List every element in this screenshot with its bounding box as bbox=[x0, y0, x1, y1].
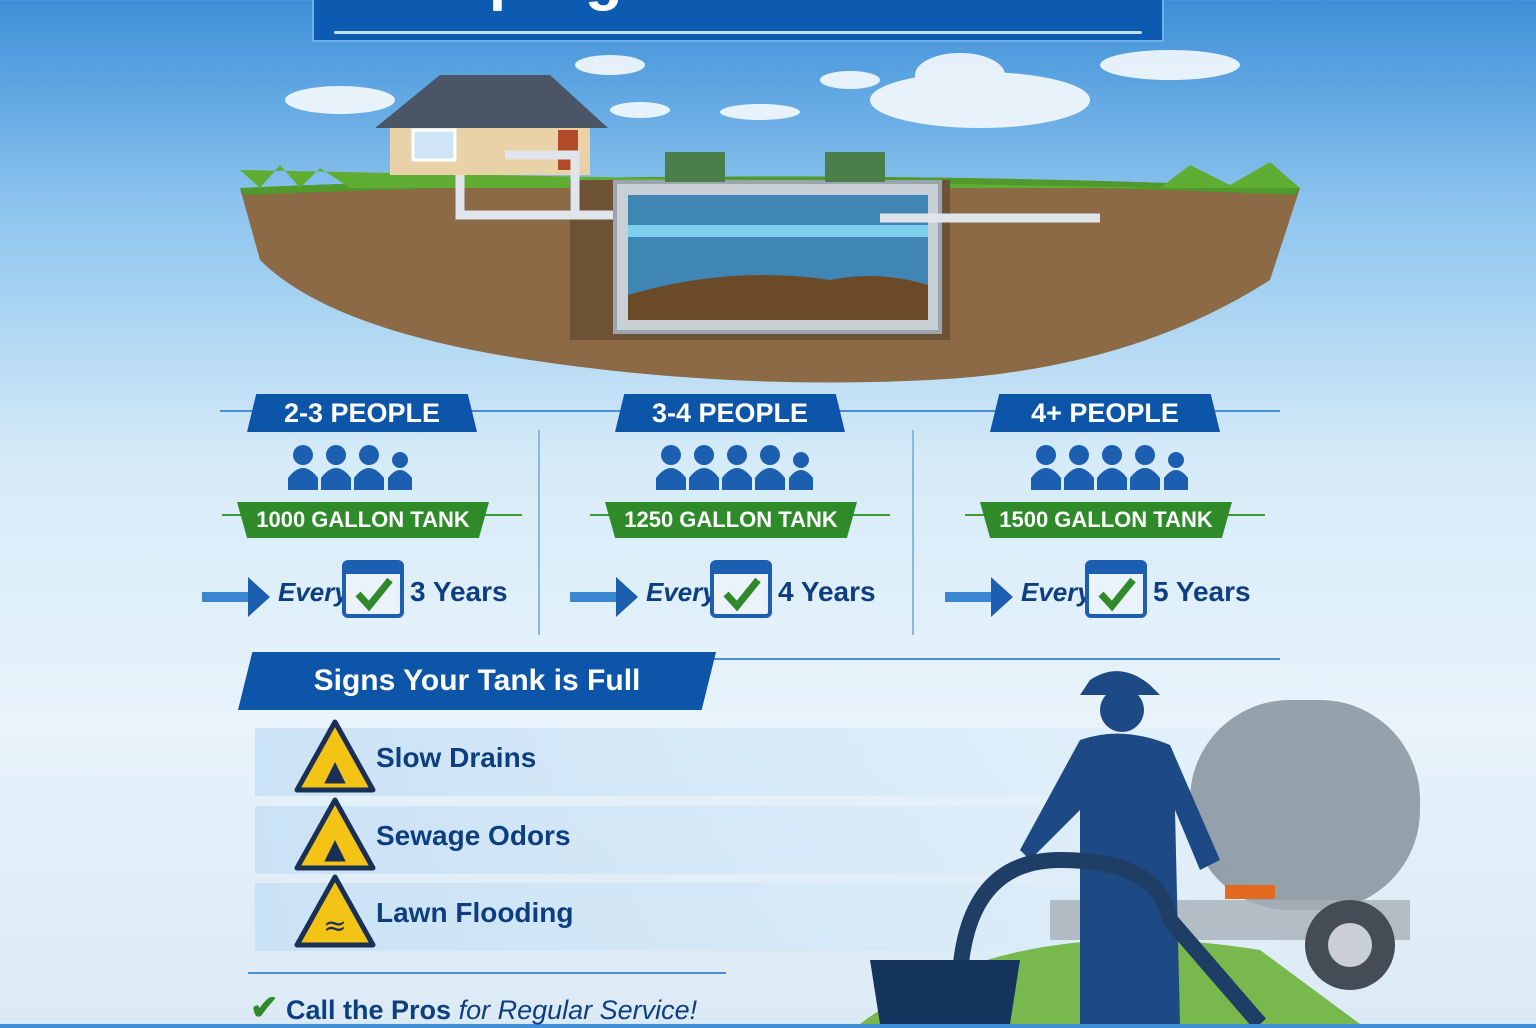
people-label: 2-3 PEOPLE bbox=[283, 398, 441, 428]
svg-text:▲: ▲ bbox=[324, 832, 346, 865]
svg-text:≈: ≈ bbox=[323, 909, 346, 942]
page-title: Pumping Schedule Guide bbox=[314, 0, 1162, 13]
person-icon bbox=[1064, 445, 1094, 490]
signs-heading: Signs Your Tank is Full bbox=[313, 664, 641, 697]
cta-text: Call the Pros bbox=[286, 995, 452, 1025]
person-icon bbox=[1097, 445, 1127, 490]
tank-label: 1000 GALLON TANK bbox=[256, 507, 470, 532]
person-icon bbox=[755, 445, 785, 490]
years-label: 3 Years bbox=[410, 576, 508, 607]
cta: ✔ Call the Pros for Regular Service! bbox=[250, 988, 697, 1028]
person-icon bbox=[1130, 445, 1160, 490]
calendar-check-icon bbox=[342, 560, 404, 618]
drops-warning-icon: ▲ bbox=[294, 797, 376, 871]
people-ribbon: 2-3 PEOPLE bbox=[247, 394, 477, 432]
tank-label: 1250 GALLON TANK bbox=[624, 507, 838, 532]
people-ribbon: 4+ PEOPLE bbox=[990, 394, 1220, 432]
person-icon bbox=[789, 452, 813, 490]
arrow-icon bbox=[570, 577, 638, 617]
faucet-warning-icon: ▲ bbox=[294, 719, 376, 793]
people-icons bbox=[1030, 442, 1190, 490]
person-icon bbox=[722, 445, 752, 490]
tank-ribbon: 1500 GALLON TANK bbox=[980, 502, 1232, 538]
house-icon bbox=[375, 75, 608, 175]
check-icon: ✔ bbox=[250, 989, 279, 1027]
person-icon bbox=[689, 445, 719, 490]
person-icon bbox=[1031, 445, 1061, 490]
every-label: Every bbox=[646, 577, 717, 607]
column-divider bbox=[912, 430, 914, 635]
clouds bbox=[285, 50, 1240, 128]
people-label: 3-4 PEOPLE bbox=[651, 398, 809, 428]
person-icon bbox=[656, 445, 686, 490]
worker-truck-illustration bbox=[860, 671, 1420, 1024]
signs-divider bbox=[700, 658, 1280, 660]
every-label: Every bbox=[278, 577, 349, 607]
person-icon bbox=[1164, 452, 1188, 490]
title-swoosh bbox=[334, 31, 1142, 34]
tank-ribbon: 1000 GALLON TANK bbox=[237, 502, 489, 538]
cta-suffix: for Regular Service! bbox=[458, 995, 698, 1025]
sign-label: Lawn Flooding bbox=[376, 897, 574, 928]
svg-text:▲: ▲ bbox=[324, 754, 346, 787]
person-icon bbox=[388, 452, 412, 490]
every-label: Every bbox=[1021, 577, 1092, 607]
arrow-icon bbox=[202, 577, 270, 617]
years-label: 5 Years bbox=[1153, 576, 1251, 607]
people-label: 4+ PEOPLE bbox=[1031, 398, 1179, 428]
calendar-check-icon bbox=[710, 560, 772, 618]
person-icon bbox=[288, 445, 318, 490]
arrow-icon bbox=[945, 577, 1013, 617]
sign-label: Sewage Odors bbox=[376, 820, 571, 851]
people-icons bbox=[655, 442, 815, 490]
tank-ribbon: 1250 GALLON TANK bbox=[605, 502, 857, 538]
tank-label: 1500 GALLON TANK bbox=[999, 507, 1213, 532]
column-divider bbox=[538, 430, 540, 635]
person-icon bbox=[321, 445, 351, 490]
flood-warning-icon: ≈ bbox=[294, 874, 376, 948]
years-label: 4 Years bbox=[778, 576, 876, 607]
signs-heading-ribbon: Signs Your Tank is Full bbox=[238, 652, 716, 710]
sign-label: Slow Drains bbox=[376, 742, 537, 773]
title-banner: Pumping Schedule Guide bbox=[312, 0, 1164, 42]
people-ribbon: 3-4 PEOPLE bbox=[615, 394, 845, 432]
person-icon bbox=[354, 445, 384, 490]
cta-divider bbox=[248, 972, 726, 974]
people-icons bbox=[287, 442, 414, 490]
septic-tank-illustration bbox=[240, 75, 1300, 383]
calendar-check-icon bbox=[1085, 560, 1147, 618]
